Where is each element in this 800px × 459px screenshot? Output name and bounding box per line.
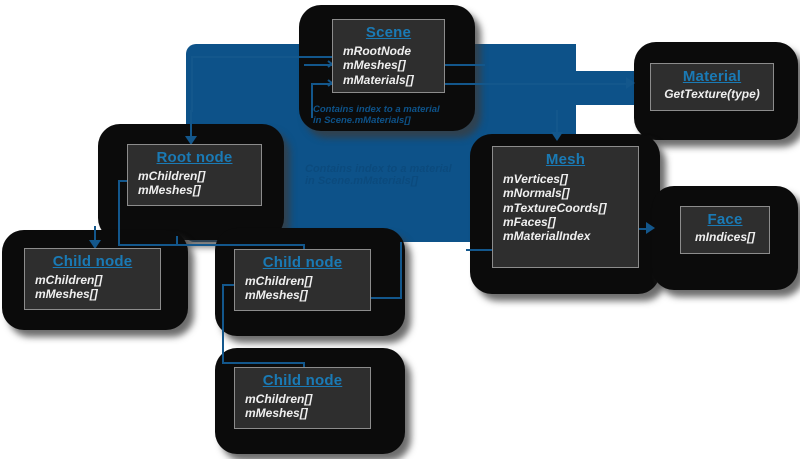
node-scene-field-2: mMaterials[] xyxy=(343,72,414,87)
node-child-b[interactable]: Child node mChildren[] mMeshes[] xyxy=(234,249,371,311)
node-scene[interactable]: Scene mRootNode mMeshes[] mMaterials[] xyxy=(332,19,445,93)
ghost-line-1: Contains index to a material xyxy=(305,163,452,175)
node-child-b-field-1: mMeshes[] xyxy=(245,288,308,303)
node-mesh-field-4: mMaterialIndex xyxy=(503,229,591,244)
node-scene-title: Scene xyxy=(365,24,412,41)
node-mesh-title: Mesh xyxy=(545,151,586,168)
node-face-field-0: mIndices[] xyxy=(694,229,755,244)
edge-childB-children-h xyxy=(222,362,304,364)
edge-childA-top xyxy=(176,236,178,246)
material-index-note: Contains index to a material in Scene.mM… xyxy=(313,104,440,126)
edge-mmaterials-in-v xyxy=(311,83,313,118)
edge-scene-to-mesh xyxy=(425,64,485,66)
node-root-node[interactable]: Root node mChildren[] mMeshes[] xyxy=(127,144,262,206)
node-root-node-title: Root node xyxy=(156,149,233,166)
node-scene-field-1: mMeshes[] xyxy=(343,58,406,73)
node-face-title: Face xyxy=(707,211,743,228)
edge-childB-children-v xyxy=(222,284,224,364)
edge-to-childA-v xyxy=(94,226,96,246)
arrow-to-child-a xyxy=(89,240,101,249)
node-mesh-field-2: mTextureCoords[] xyxy=(503,200,607,215)
node-child-a[interactable]: Child node mChildren[] mMeshes[] xyxy=(24,248,161,310)
node-mesh-field-3: mFaces[] xyxy=(503,214,556,229)
edge-childB-mmeshes-v xyxy=(400,242,402,299)
arrow-to-root-node xyxy=(185,136,197,145)
edge-mmeshes-in-h xyxy=(304,64,332,66)
node-root-node-field-0: mChildren[] xyxy=(138,168,206,183)
arrow-to-mesh xyxy=(551,132,563,141)
node-child-c-field-1: mMeshes[] xyxy=(245,406,308,421)
node-scene-field-0: mRootNode xyxy=(343,43,411,58)
node-face[interactable]: Face mIndices[] xyxy=(680,206,770,254)
node-child-c-field-0: mChildren[] xyxy=(245,391,313,406)
node-child-a-field-1: mMeshes[] xyxy=(35,287,98,302)
edge-mmaterials-in-h xyxy=(311,83,332,85)
edge-blob-to-mesh xyxy=(556,110,558,136)
node-root-node-field-1: mMeshes[] xyxy=(138,183,201,198)
node-child-b-field-0: mChildren[] xyxy=(245,273,313,288)
edge-scene-rootnode-h xyxy=(191,56,337,58)
node-child-a-field-0: mChildren[] xyxy=(35,272,103,287)
node-mesh-field-1: mNormals[] xyxy=(503,186,570,201)
edge-scene-rootnode-v xyxy=(191,56,193,112)
note-line-2: in Scene.mMaterials[] xyxy=(313,114,411,126)
arrow-to-face xyxy=(646,222,655,234)
material-index-note-ghost: Contains index to a material in Scene.mM… xyxy=(305,163,452,188)
edge-rootnode-drop xyxy=(190,110,192,138)
ghost-line-2: in Scene.mMaterials[] xyxy=(305,175,419,188)
edge-scene-to-material xyxy=(430,83,626,85)
arrow-to-material xyxy=(626,77,635,89)
node-child-b-title: Child node xyxy=(262,254,343,271)
node-child-a-title: Child node xyxy=(52,253,133,270)
node-material-field-0: GetTexture(type) xyxy=(664,86,760,101)
node-mesh[interactable]: Mesh mVertices[] mNormals[] mTextureCoor… xyxy=(492,146,639,268)
edge-rootchildren-bus xyxy=(118,244,304,246)
edge-materialindex-out xyxy=(466,249,506,251)
node-child-c[interactable]: Child node mChildren[] mMeshes[] xyxy=(234,367,371,429)
node-material-title: Material xyxy=(682,68,742,85)
node-material[interactable]: Material GetTexture(type) xyxy=(650,63,774,111)
edge-rootchildren-v xyxy=(118,180,120,246)
note-line-1: Contains index to a material xyxy=(313,104,440,115)
node-child-c-title: Child node xyxy=(262,372,343,389)
node-mesh-field-0: mVertices[] xyxy=(503,171,568,186)
